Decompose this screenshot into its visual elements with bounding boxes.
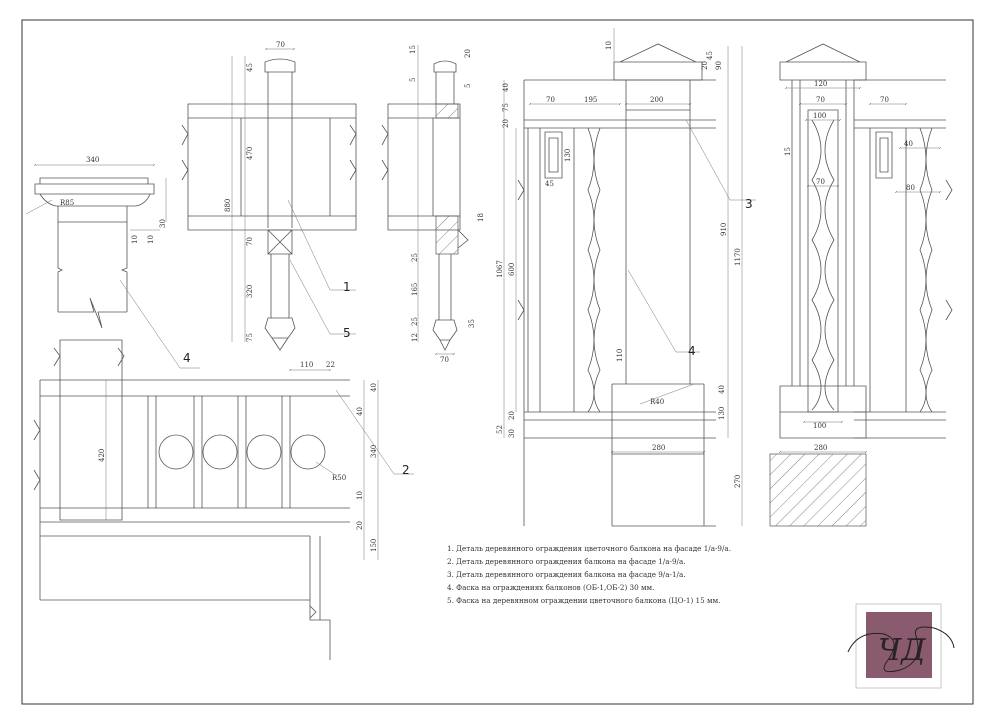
dim-el-90: 90 — [715, 61, 723, 70]
post-side-detail: 15 20 5 5 18 25 165 25 12 35 70 — [381, 45, 485, 364]
dim-el-1170: 1170 — [734, 248, 742, 266]
dim-rail-340: 340 — [370, 445, 378, 458]
dim-s-70b: 70 — [880, 96, 889, 104]
dim-post-70b: 70 — [246, 237, 254, 246]
dim-post-70: 70 — [276, 41, 285, 49]
dim-side-70: 70 — [440, 356, 449, 364]
note-4: 4. Фаска на ограждениях балконов (ОБ-1,О… — [447, 583, 654, 592]
balcony-elevation-detail: 10 40 75 20 70 195 200 45 20 90 130 45 6… — [496, 28, 756, 527]
dim-el-45b: 45 — [545, 180, 554, 188]
dim-side-165: 165 — [411, 283, 419, 296]
dim-el-40: 40 — [502, 83, 510, 92]
dim-el-r40: R40 — [650, 398, 664, 406]
dim-rail-110: 110 — [300, 361, 313, 369]
dim-340: 340 — [86, 156, 99, 164]
dim-10b: 10 — [147, 235, 155, 244]
dim-el-10: 10 — [605, 41, 613, 50]
post-front-detail: 70 45 470 880 70 320 75 1 5 — [181, 41, 357, 351]
dim-side-5b: 5 — [464, 84, 472, 88]
dim-rail-r50: R50 — [332, 474, 346, 482]
logo-monogram: ЧД — [878, 633, 926, 668]
callout-2: 2 — [402, 463, 410, 477]
dim-el-30: 30 — [508, 429, 516, 438]
dim-el-20c: 20 — [508, 411, 516, 420]
dim-el-110: 110 — [616, 349, 624, 362]
dim-s-120: 120 — [814, 80, 827, 88]
section-detail: 120 70 100 70 40 80 15 70 100 280 — [769, 43, 953, 527]
dim-rail-150: 150 — [370, 539, 378, 552]
dim-10a: 10 — [131, 235, 139, 244]
dim-side-18: 18 — [477, 213, 485, 222]
dim-r85: R85 — [60, 199, 74, 207]
dim-el-70: 70 — [546, 96, 555, 104]
dim-s-70c: 70 — [816, 178, 825, 186]
dim-post-320: 320 — [246, 285, 254, 298]
dim-side-20: 20 — [464, 49, 472, 58]
dim-el-40b: 40 — [718, 385, 726, 394]
dim-el-1067: 1067 — [496, 260, 504, 278]
dim-rail-20: 20 — [356, 521, 364, 530]
callout-1: 1 — [343, 280, 351, 294]
dim-el-52: 52 — [496, 425, 504, 434]
dim-side-35: 35 — [468, 319, 476, 328]
note-1: 1. Деталь деревянного ограждения цветочн… — [447, 544, 731, 553]
dim-el-280: 280 — [652, 444, 665, 452]
dim-el-20b: 20 — [701, 61, 709, 70]
callout-4b: 4 — [688, 344, 696, 358]
dim-el-600: 600 — [508, 263, 516, 276]
dim-el-75: 75 — [502, 103, 510, 112]
dim-side-12: 12 — [411, 333, 419, 342]
logo-panel — [866, 612, 932, 678]
dim-s-100b: 100 — [813, 422, 826, 430]
dim-el-130: 130 — [564, 149, 572, 162]
dim-rail-40a: 40 — [370, 383, 378, 392]
dim-el-45: 45 — [706, 51, 714, 60]
callout-4a: 4 — [183, 351, 191, 365]
dim-el-270: 270 — [734, 475, 742, 488]
dim-rail-10: 10 — [356, 491, 364, 500]
dim-el-130b: 130 — [718, 407, 726, 420]
dim-s-100: 100 — [813, 112, 826, 120]
dim-s-15: 15 — [784, 147, 792, 156]
dim-post-75: 75 — [246, 333, 254, 342]
callout-3: 3 — [745, 197, 753, 211]
notes-list: 1. Деталь деревянного ограждения цветочн… — [447, 544, 731, 605]
dim-post-45: 45 — [246, 63, 254, 72]
note-2: 2. Деталь деревянного ограждения балкона… — [447, 557, 686, 566]
note-3: 3. Деталь деревянного ограждения балкона… — [447, 570, 686, 579]
dim-el-195: 195 — [584, 96, 597, 104]
dim-post-470: 470 — [246, 147, 254, 160]
callout-5: 5 — [343, 326, 351, 340]
dim-s-40: 40 — [904, 140, 913, 148]
dim-rail-22: 22 — [326, 361, 335, 369]
dim-el-910: 910 — [720, 223, 728, 236]
dim-s-70: 70 — [816, 96, 825, 104]
dim-rail-40b: 40 — [356, 407, 364, 416]
dim-s-80: 80 — [906, 184, 915, 192]
dim-rail-420: 420 — [98, 449, 106, 462]
dim-side-25b: 25 — [411, 317, 419, 326]
capital-detail: 340 R85 30 10 10 4 — [25, 156, 200, 369]
dim-el-200: 200 — [650, 96, 663, 104]
dim-post-880: 880 — [224, 199, 232, 212]
dim-el-20: 20 — [502, 119, 510, 128]
note-5: 5. Фаска на деревянном ограждении цветоч… — [447, 596, 720, 605]
railing-detail: 110 22 40 40 340 10 20 150 420 R50 2 — [33, 339, 414, 660]
dim-side-15: 15 — [409, 45, 417, 54]
sheet-frame — [21, 19, 974, 705]
dim-side-5a: 5 — [409, 78, 417, 82]
logo: ЧД — [847, 603, 955, 689]
dim-side-25a: 25 — [411, 253, 419, 262]
dim-s-280: 280 — [814, 444, 827, 452]
dim-30: 30 — [159, 219, 167, 228]
